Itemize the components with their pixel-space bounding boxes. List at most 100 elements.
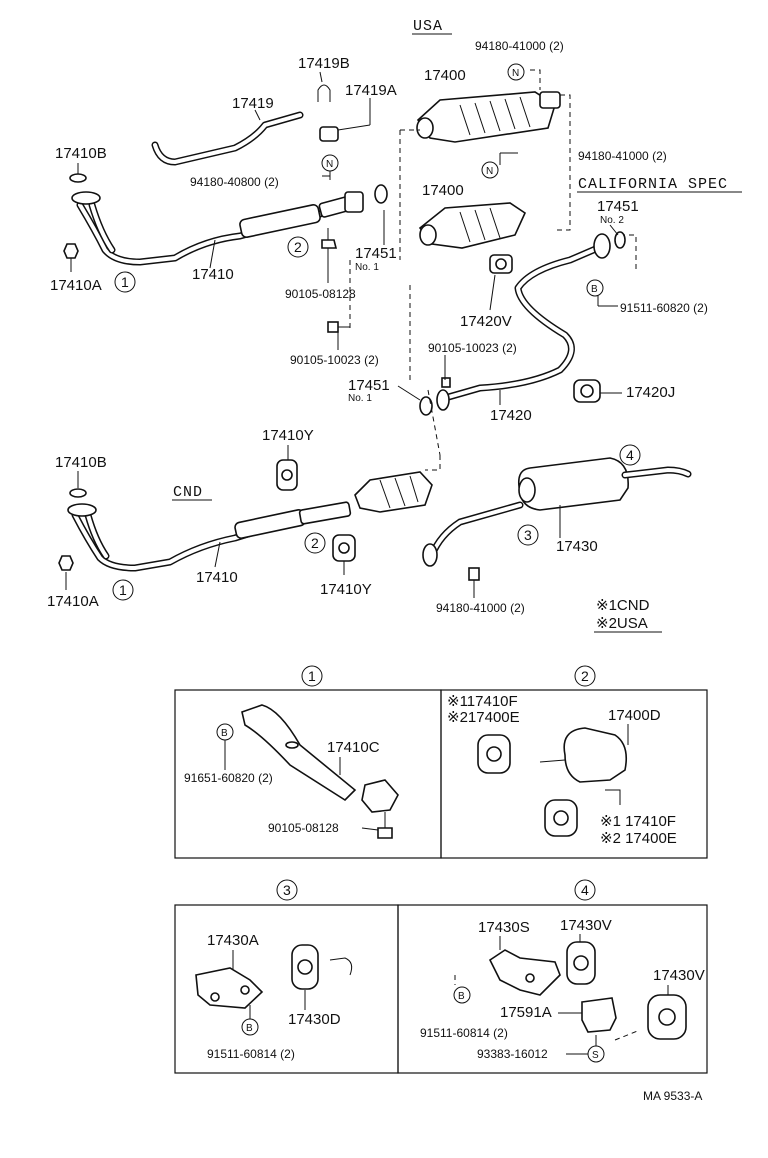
- detail-4-label-91511: 91511-60814 (2): [420, 1026, 508, 1040]
- label-94180-40800: 94180-40800 (2): [190, 175, 279, 189]
- detail-2-note-a2: ※217400E: [447, 709, 520, 726]
- gasket-17451-no1-lower: [419, 396, 433, 416]
- svg-text:B: B: [221, 728, 228, 739]
- callout-4: 4: [619, 444, 641, 466]
- detail-4-block: [581, 997, 617, 1033]
- detail-4-callout-b: B: [453, 986, 471, 1004]
- front-exhaust-pipe-usa: [71, 191, 364, 266]
- callout-n-middle: N: [481, 161, 499, 179]
- detail-4-label-17430V-a: 17430V: [560, 917, 612, 934]
- front-pipe-nut-top: [63, 243, 79, 259]
- svg-text:2: 2: [581, 668, 589, 684]
- label-17430: 17430: [556, 538, 598, 555]
- label-no1-c: No. 1: [348, 393, 372, 404]
- california-pipe-17420: [436, 233, 611, 411]
- detail-2-heat-shield: [539, 727, 628, 805]
- detail-4-mount-a: [566, 941, 596, 985]
- svg-text:B: B: [458, 991, 465, 1002]
- label-17410A-top: 17410A: [50, 277, 102, 294]
- detail-box-2: [440, 689, 708, 859]
- front-pipe-gasket-cnd: [69, 488, 87, 498]
- svg-text:1: 1: [119, 582, 127, 598]
- detail-1-bracket: [241, 704, 399, 813]
- front-pipe-gasket-top: [69, 173, 87, 183]
- label-17420: 17420: [490, 407, 532, 424]
- callout-2-top: 2: [287, 236, 309, 258]
- detail-4-label-93383: 93383-16012: [477, 1047, 548, 1061]
- detail-2-mount-upper: [477, 734, 511, 774]
- catalytic-converter-top: [416, 91, 561, 143]
- mount-17420J: [573, 379, 601, 403]
- label-17451-a: 17451: [355, 245, 397, 262]
- detail-4-label-17591A: 17591A: [500, 1004, 552, 1021]
- label-17420V: 17420V: [460, 313, 512, 330]
- catalytic-converter-cnd: [354, 471, 433, 513]
- label-17419B: 17419B: [298, 55, 350, 72]
- label-90105-10023-a: 90105-10023 (2): [428, 341, 517, 355]
- detail-1-header: 1: [301, 665, 323, 687]
- callout-2-bottom: 2: [304, 532, 326, 554]
- detail-4-label-17430V-b: 17430V: [653, 967, 705, 984]
- callout-b-right: B: [586, 279, 604, 297]
- detail-1-label-17410C: 17410C: [327, 739, 380, 756]
- detail-3-mount: [291, 944, 353, 990]
- mount-17410Y-top: [276, 459, 298, 491]
- label-17410B-bottom: 17410B: [55, 454, 107, 471]
- detail-3-label-17430D: 17430D: [288, 1011, 341, 1028]
- california-spec-header: CALIFORNIA SPEC: [578, 176, 728, 193]
- svg-text:N: N: [326, 159, 333, 170]
- detail-box-4: [397, 904, 708, 1074]
- detail-4-header: 4: [574, 879, 596, 901]
- detail-4-bracket: [488, 949, 561, 996]
- detail-4-mount-b: [647, 994, 687, 1040]
- label-no1-a: No. 1: [355, 262, 379, 273]
- svg-text:1: 1: [308, 668, 316, 684]
- detail-3-label-17430A: 17430A: [207, 932, 259, 949]
- svg-text:3: 3: [283, 882, 291, 898]
- label-94180-41000-b: 94180-41000 (2): [578, 149, 667, 163]
- label-17419: 17419: [232, 95, 274, 112]
- detail-2-label-17400D: 17400D: [608, 707, 661, 724]
- svg-text:1: 1: [121, 274, 129, 290]
- detail-2-note-a1: ※117410F: [447, 693, 518, 710]
- bolt-90105-10023-left: [327, 321, 350, 333]
- mount-17420V: [489, 254, 513, 274]
- usa-header: USA: [413, 18, 443, 35]
- svg-text:N: N: [486, 166, 493, 177]
- front-pipe-nut-cnd: [58, 555, 74, 571]
- callout-1-top: 1: [114, 271, 136, 293]
- gasket-17451-no2: [614, 231, 626, 249]
- detail-4-callout-s: S: [587, 1045, 605, 1063]
- detail-2-header: 2: [574, 665, 596, 687]
- clamp-17419B: [317, 84, 331, 102]
- detail-1-callout-b: B: [216, 723, 234, 741]
- label-17410-bottom: 17410: [196, 569, 238, 586]
- bolt-90105-08128-top: [321, 228, 338, 250]
- svg-text:B: B: [591, 284, 598, 295]
- label-17400-top: 17400: [424, 67, 466, 84]
- label-17410Y-bottom: 17410Y: [320, 581, 372, 598]
- catalytic-converter-middle: [418, 202, 527, 249]
- label-17410A-bottom: 17410A: [47, 593, 99, 610]
- label-17420J: 17420J: [626, 384, 675, 401]
- callout-3: 3: [517, 524, 539, 546]
- detail-1-label-91651: 91651-60820 (2): [184, 771, 273, 785]
- detail-3-label-91511: 91511-60814 (2): [207, 1047, 295, 1061]
- detail-4-label-17430S: 17430S: [478, 919, 530, 936]
- muffler-17430: [422, 457, 692, 567]
- pipe-17419: [151, 111, 304, 166]
- detail-2-note-b1: ※1 17410F: [600, 813, 676, 830]
- nut-94180-41000-lower: [468, 567, 480, 581]
- label-17410B-top: 17410B: [55, 145, 107, 162]
- label-90105-08128-top: 90105-08128: [285, 287, 356, 301]
- front-exhaust-pipe-cnd: [67, 501, 352, 572]
- label-17400-middle: 17400: [422, 182, 464, 199]
- bolt-90105-10023-right: [441, 377, 451, 388]
- label-94180-41000-a: 94180-41000 (2): [475, 39, 564, 53]
- svg-text:S: S: [592, 1050, 599, 1061]
- detail-3-header: 3: [276, 879, 298, 901]
- svg-text:4: 4: [581, 882, 589, 898]
- legend-cnd: ※1CND: [596, 597, 650, 614]
